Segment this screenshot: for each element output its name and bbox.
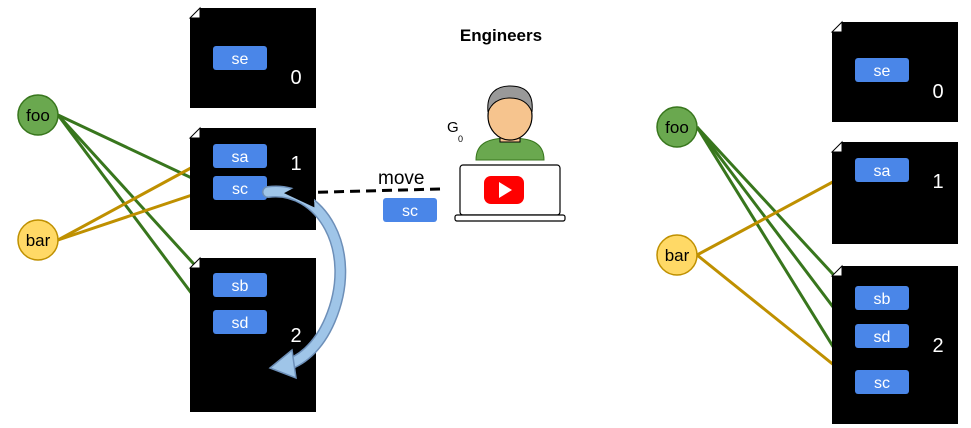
left-edges [56,113,215,323]
chip-sb [213,273,267,297]
doc-number: 1 [290,153,301,175]
move-label: move [378,168,424,189]
node-foo-label: foo [665,118,689,137]
edge-bar-sc [57,186,214,242]
left-doc-2: sb sd 2 [188,256,316,412]
right-doc-2: sb sd sc 2 [830,264,958,424]
edge-foo-sd [695,126,857,337]
chip-se [213,46,267,70]
doc-number: 0 [932,81,943,103]
edge-foo-sd [56,114,215,323]
engineer-subscript: 0 [458,134,463,144]
doc-number: 1 [932,171,943,193]
chip-sd [213,310,267,334]
diagram-title: Engineers [460,26,542,45]
chip-se-label: se [874,63,891,80]
right-node-bar: bar [656,234,698,276]
youtube-icon [484,176,524,204]
left-node-foo: foo [17,94,59,136]
chip-sa [213,144,267,168]
move-chip-label: sc [402,203,418,220]
right-edges [695,125,857,384]
chip-se [855,58,909,82]
chip-sb [855,286,909,310]
chip-sc [213,176,267,200]
chip-sd-label: sd [232,315,249,332]
doc-number: 2 [932,335,943,357]
right-doc-0: se 0 [830,20,958,122]
chip-sd-label: sd [874,329,891,346]
node-bar-label: bar [665,246,690,265]
node-bar-label: bar [26,231,51,250]
doc-number: 0 [290,67,301,89]
chip-se-label: se [232,51,249,68]
chip-sc [855,370,909,394]
chip-sb-label: sb [232,278,249,295]
left-doc-1: sa sc 1 [188,126,316,230]
node-foo-label: foo [26,106,50,125]
engineer-avatar [475,85,545,161]
edge-foo-sc [695,126,857,383]
chip-sc-label: sc [874,375,890,392]
engineer-label: G [447,119,459,136]
edge-foo-sc [57,113,214,190]
chip-sa [855,158,909,182]
chip-sa-label: sa [232,149,249,166]
chip-sd [855,324,909,348]
edge-bar-sa [57,154,214,242]
chip-sa-label: sa [874,163,891,180]
move-chip [383,198,437,222]
right-doc-1: sa 1 [830,140,958,244]
edge-bar-sc [696,253,856,384]
left-node-bar: bar [17,219,59,261]
edge-foo-sb [56,113,215,287]
left-doc-0: se 0 [188,6,316,108]
right-node-foo: foo [656,106,698,148]
move-dashed-arrow [284,177,441,208]
chip-sc-label: sc [232,181,248,198]
doc-number: 2 [290,325,301,347]
edge-bar-sa [696,168,856,257]
chip-sb-label: sb [874,291,891,308]
